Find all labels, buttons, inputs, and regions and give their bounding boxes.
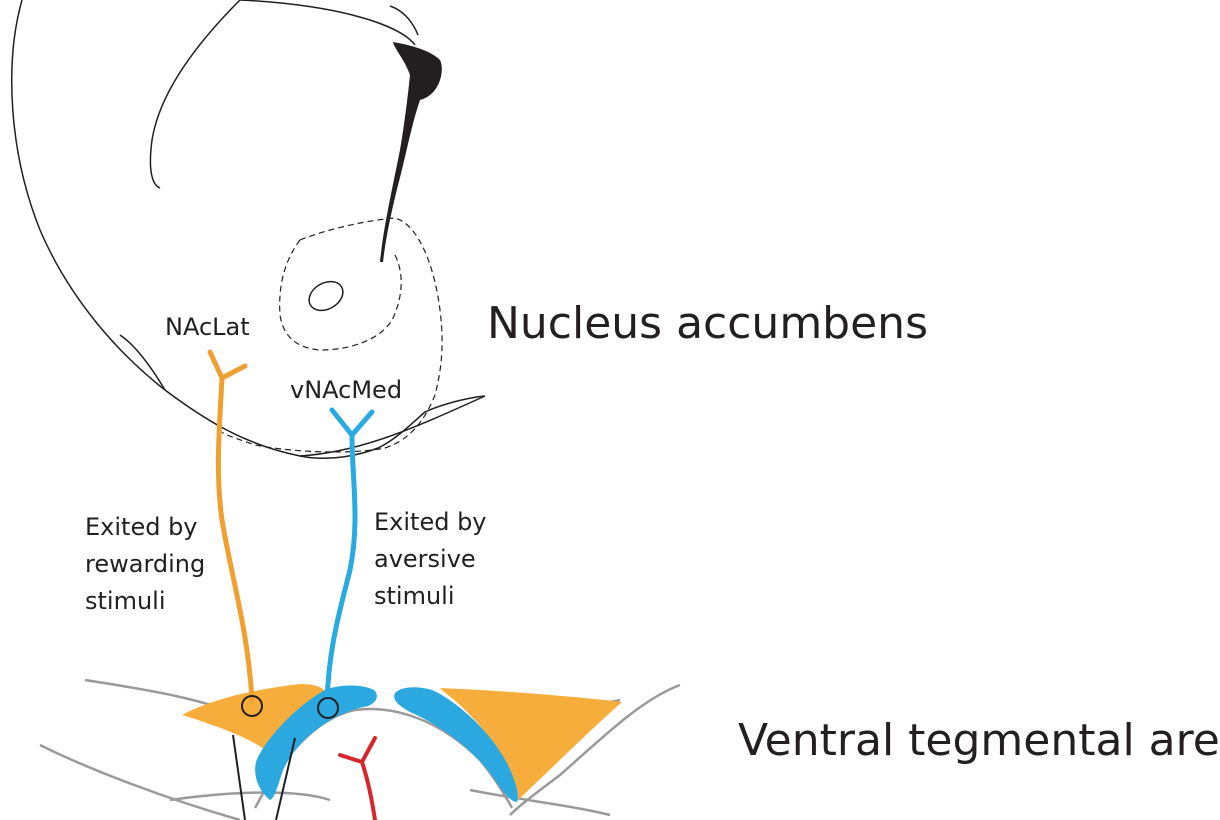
rewarding-line-2: rewarding xyxy=(85,550,205,578)
label-aversive-block: Exited by aversive stimuli xyxy=(374,508,487,610)
label-vnac-med: vNAcMed xyxy=(290,376,402,404)
aversive-line-2: aversive xyxy=(374,545,476,573)
ventricle-shape xyxy=(380,42,442,262)
aversive-line-3: stimuli xyxy=(374,582,455,610)
rewarding-line-3: stimuli xyxy=(85,587,166,615)
label-nucleus-accumbens: Nucleus accumbens xyxy=(487,298,928,349)
label-nacl-lat: NAcLat xyxy=(165,313,250,341)
rewarding-line-1: Exited by xyxy=(85,513,198,541)
aversive-line-1: Exited by xyxy=(374,508,487,536)
label-rewarding-block: Exited by rewarding stimuli xyxy=(85,513,205,615)
red-neuron xyxy=(340,738,375,820)
vnac-med-neuron xyxy=(327,410,372,705)
nac-dashed-boundary xyxy=(222,218,442,452)
label-ventral-tegmental-area: Ventral tegmental area xyxy=(738,715,1220,766)
nacl-lat-neuron xyxy=(210,352,252,700)
anterior-commissure xyxy=(304,276,348,317)
